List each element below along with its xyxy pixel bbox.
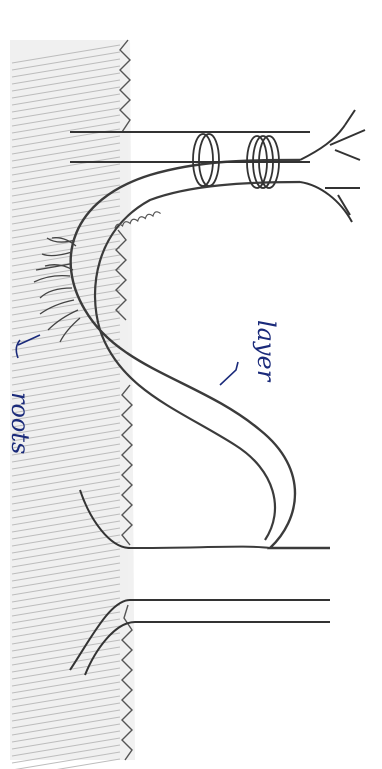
roots-label: roots [6, 392, 34, 454]
layer-label: layer [252, 320, 280, 383]
shoot-tip-branches [300, 110, 365, 222]
layer-tip-curl [130, 547, 270, 548]
layer-label-leader [220, 362, 238, 385]
